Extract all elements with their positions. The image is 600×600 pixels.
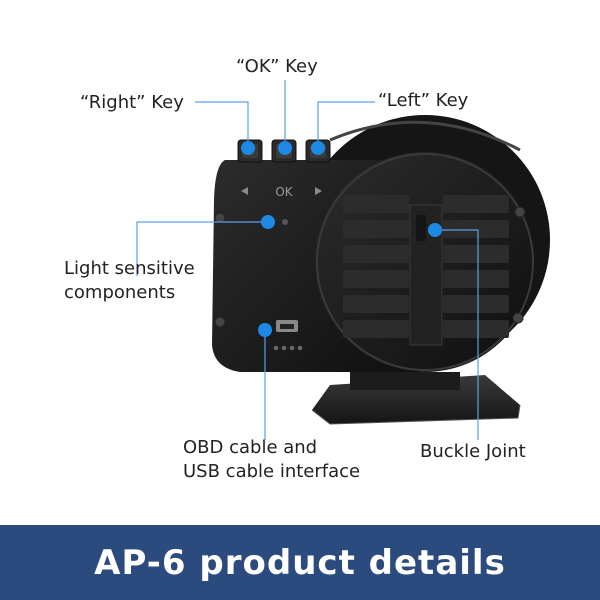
screw-icon <box>214 212 226 224</box>
title-banner: AP-6 product details <box>0 525 600 600</box>
right-key-label: “Right” Key <box>80 92 184 113</box>
vent-grille <box>343 195 509 338</box>
screw-icon <box>514 206 526 218</box>
left-arrow-icon <box>241 187 248 195</box>
banner-title: AP-6 product details <box>94 542 506 583</box>
indicator-dots <box>273 345 303 351</box>
callout-lines <box>136 80 479 440</box>
left-key-label: “Left” Key <box>378 90 469 111</box>
screw-icon <box>512 312 524 324</box>
callout-markers <box>241 141 442 337</box>
ok-key-label: “OK” Key <box>236 56 318 77</box>
screw-icon <box>214 316 226 328</box>
buckle-joint-label: Buckle Joint <box>420 441 526 462</box>
interface-label-line2: USB cable interface <box>183 461 361 482</box>
product-diagram: OK <box>64 56 550 482</box>
stand-base <box>311 372 521 425</box>
light-sensor <box>282 219 288 225</box>
ok-engraving: OK <box>275 185 293 199</box>
device-illustration: OK <box>136 80 550 440</box>
light-sensor-label-line1: Light sensitive <box>64 258 195 279</box>
interface-label-line1: OBD cable and <box>183 437 318 458</box>
light-sensor-label-line2: components <box>64 282 176 303</box>
usb-port <box>276 320 298 332</box>
right-arrow-icon <box>315 187 322 195</box>
